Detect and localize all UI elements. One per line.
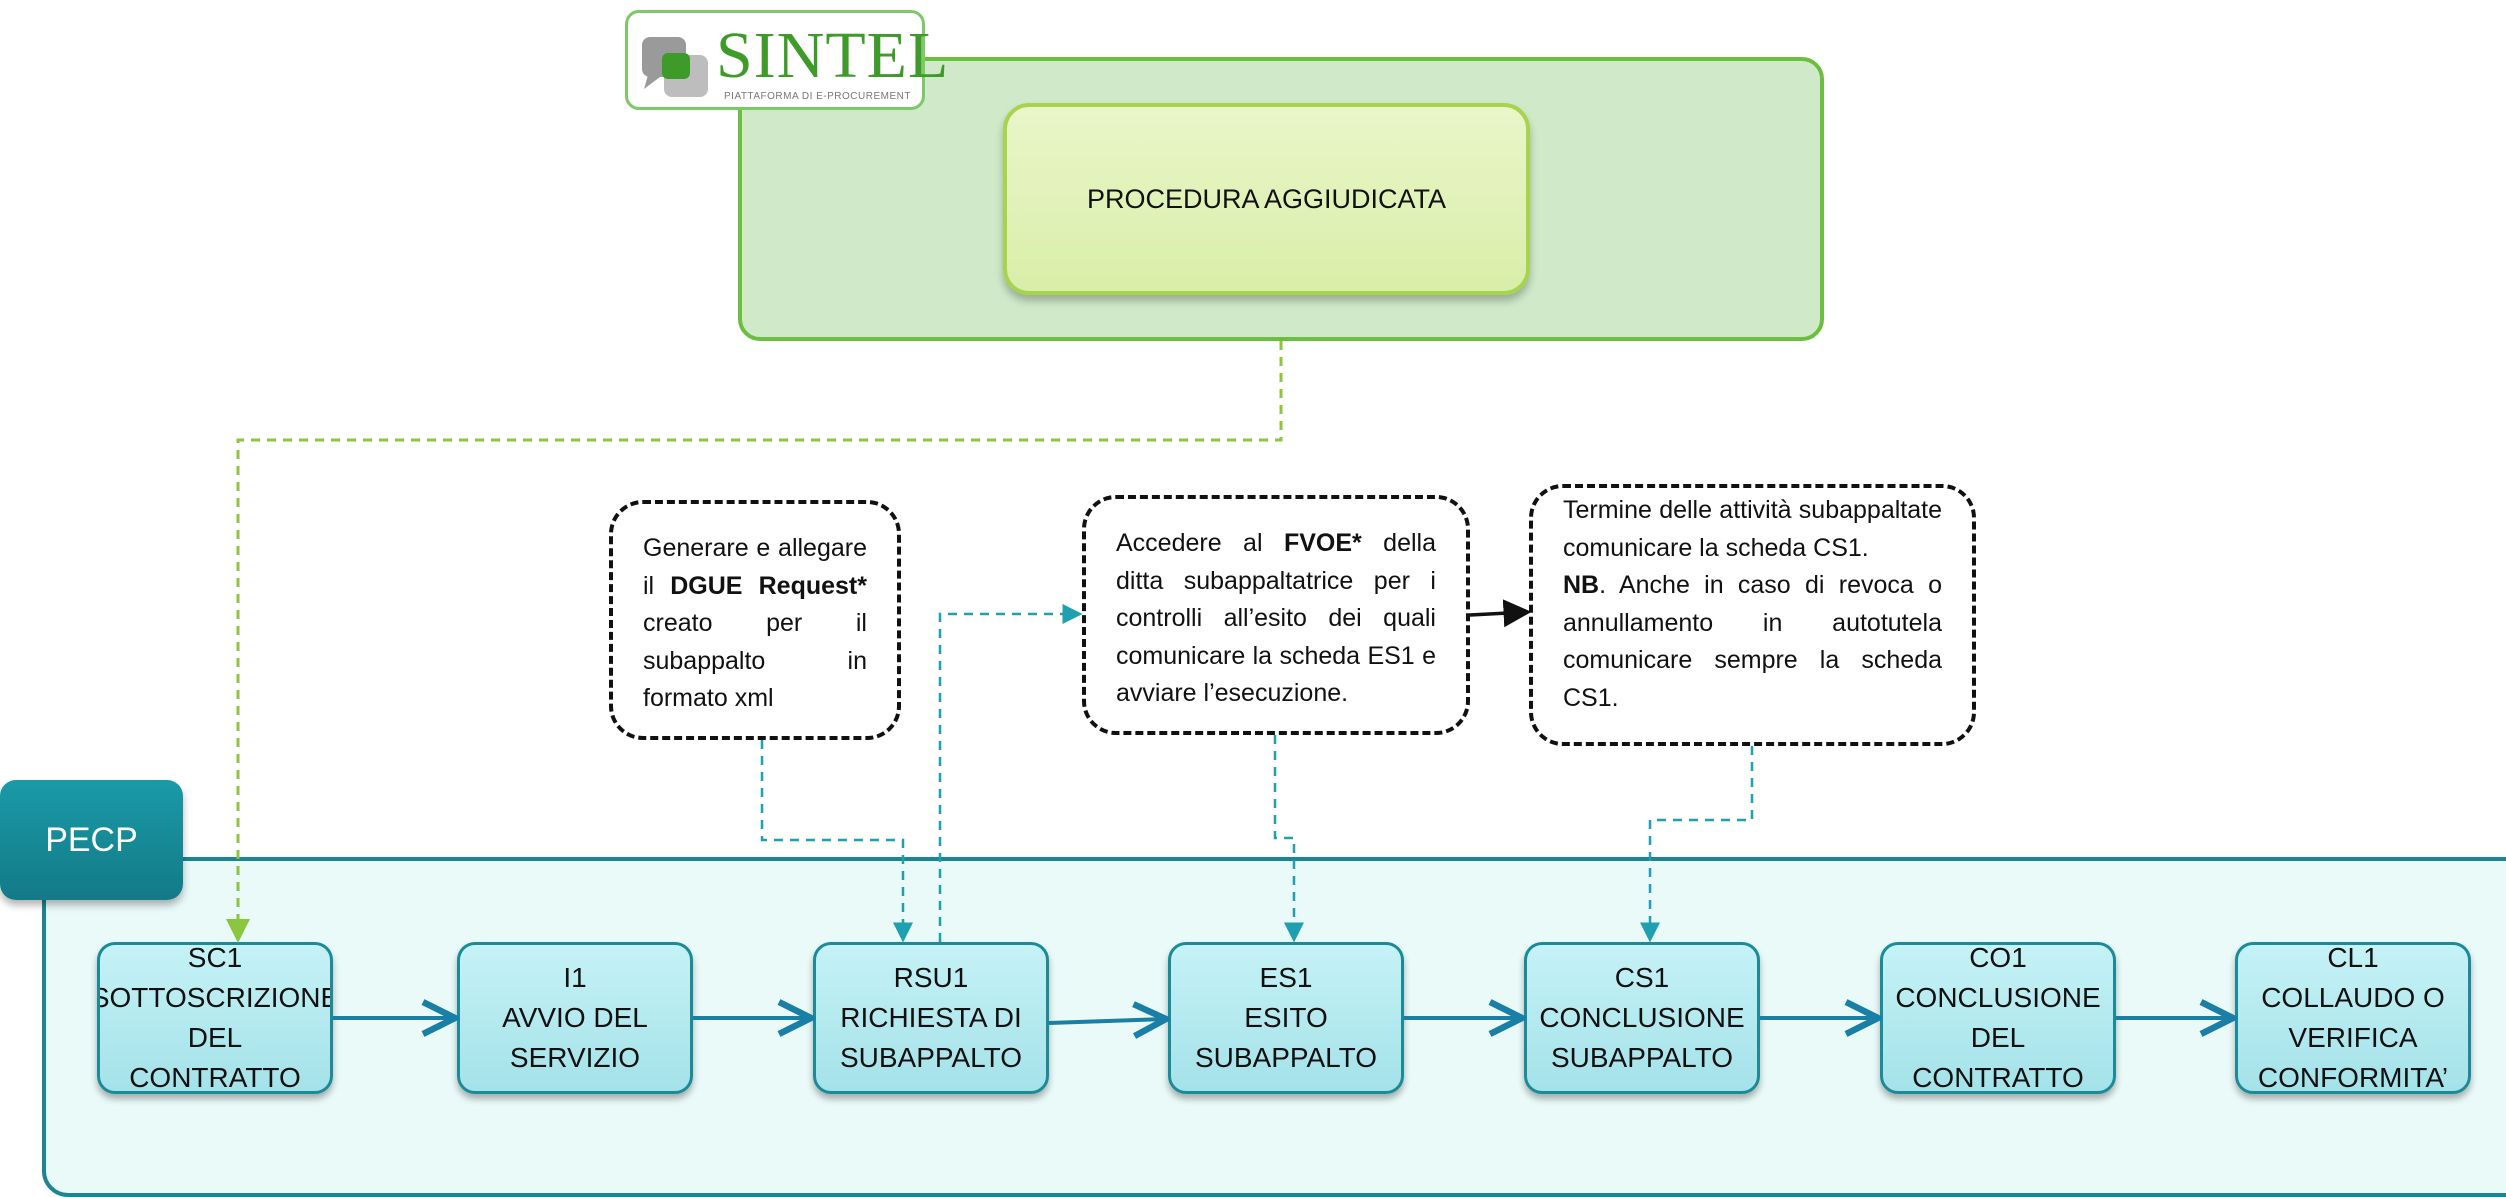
step-title-line: CONFORMITA’ <box>2257 1062 2449 1093</box>
note-dgue-request: Generare e allegare il DGUE Request* cre… <box>609 500 901 740</box>
step-title-line: SERVIZIO <box>509 1042 641 1073</box>
step-title-line: SOTTOSCRIZIONE <box>97 982 333 1013</box>
fvoe-to-termine-arrow <box>1469 599 1532 628</box>
note-bold-term: NB <box>1563 571 1600 599</box>
fvoe-note-to-es1-connector <box>1273 735 1304 943</box>
dgue-note-to-rsu1-connector <box>760 740 913 943</box>
step-code: SC1 <box>187 942 243 973</box>
step-es1: ES1 ESITO SUBAPPALTO <box>1168 942 1404 1094</box>
step-sc1: SC1 SOTTOSCRIZIONE DEL CONTRATTO <box>97 942 333 1094</box>
note-text: creato per il subappalto in formato xml <box>643 609 867 712</box>
step-title-line: VERIFICA <box>2288 1022 2418 1053</box>
step-title-line: SUBAPPALTO <box>1550 1042 1734 1073</box>
step-title-line: SUBAPPALTO <box>1194 1042 1378 1073</box>
note-bold-term: FVOE* <box>1283 529 1362 557</box>
step-cl1: CL1 COLLAUDO O VERIFICA CONFORMITA’ <box>2235 942 2471 1094</box>
pecp-label: PECP <box>0 780 183 900</box>
procedura-aggiudicata-box: PROCEDURA AGGIUDICATA <box>1003 103 1530 295</box>
procedura-aggiudicata-label: PROCEDURA AGGIUDICATA <box>1086 183 1447 214</box>
sintel-to-sc1-connector <box>226 341 1283 943</box>
rsu1-to-fvoe-note-connector <box>938 604 1083 942</box>
step-co1: CO1 CONCLUSIONE DEL CONTRATTO <box>1880 942 2116 1094</box>
step-title-line: CONTRATTO <box>1912 1062 2084 1093</box>
step-title-line: SUBAPPALTO <box>839 1042 1023 1073</box>
step-title-line: DEL CONTRATTO <box>129 1022 301 1093</box>
step-rsu1: RSU1 RICHIESTA DI SUBAPPALTO <box>813 942 1049 1094</box>
sintel-logo: SINTEL PIATTAFORMA DI E-PROCUREMENT <box>625 10 948 110</box>
step-title-line: DEL <box>1970 1022 2026 1053</box>
step-code: CO1 <box>1969 942 2027 973</box>
pecp-label-text: PECP <box>45 820 138 859</box>
note-text: della ditta subappaltatrice per i contro… <box>1116 529 1437 707</box>
step-title-line: CONCLUSIONE <box>1895 982 2101 1013</box>
note-text: . Anche in caso di revoca o annullamento… <box>1563 571 1942 712</box>
note-fvoe: Accedere al FVOE* della ditta subappalta… <box>1082 495 1470 735</box>
sintel-logo-subtitle: PIATTAFORMA DI E-PROCUREMENT <box>724 91 911 102</box>
sintel-logo-icon <box>642 37 708 97</box>
note-bold-term: DGUE Request* <box>670 571 867 600</box>
step-title-line: CONCLUSIONE <box>1539 1002 1745 1033</box>
flow-arrow-rsu1-es1 <box>1048 1019 1166 1023</box>
step-title-line: ESITO <box>1244 1002 1328 1033</box>
step-code: ES1 <box>1259 962 1313 993</box>
step-code: RSU1 <box>893 962 969 993</box>
step-title-line: COLLAUDO O <box>2261 982 2445 1013</box>
step-code: CS1 <box>1614 962 1670 993</box>
termine-note-to-cs1-connector <box>1640 746 1754 943</box>
note-text: Generare e allegare il <box>643 534 867 600</box>
note-text: Termine delle attività subappaltate comu… <box>1563 496 1942 562</box>
step-title-line: RICHIESTA DI <box>840 1002 1022 1033</box>
sintel-logo-text: SINTEL <box>716 19 950 92</box>
note-termine-cs1: Termine delle attività subappaltate comu… <box>1529 484 1976 746</box>
step-code: I1 <box>563 962 587 993</box>
note-text: Accedere al <box>1116 529 1284 557</box>
step-code: CL1 <box>2327 942 2379 973</box>
step-title-line: AVVIO DEL <box>502 1002 648 1033</box>
